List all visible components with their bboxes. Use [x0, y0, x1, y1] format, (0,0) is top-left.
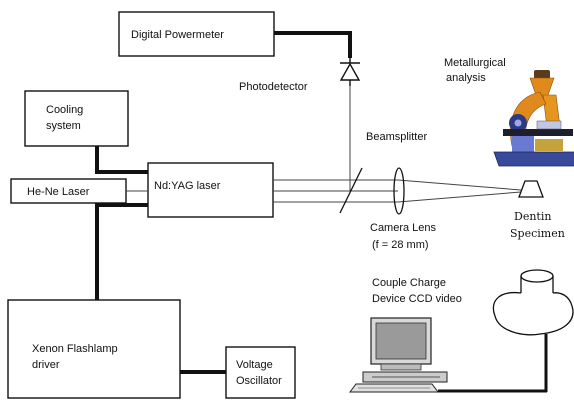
- voltage-oscillator-label-line2: Oscillator: [236, 375, 282, 387]
- beamsplitter-label: Beamsplitter: [366, 131, 427, 143]
- xenon-driver-label-line2: driver: [32, 359, 60, 371]
- cooling-to-ndyag-wire: [95, 146, 148, 174]
- camera-lens-label-line1: Camera Lens: [370, 222, 437, 234]
- photodiode-icon: [339, 58, 361, 86]
- digital-powermeter-box: Digital Powermeter: [118, 11, 275, 57]
- cooling-system-box: Cooling system: [24, 90, 129, 147]
- computer-icon: [349, 317, 448, 393]
- laser-beams: [126, 82, 522, 203]
- he-ne-laser-box: He-Ne Laser: [10, 178, 127, 204]
- camera-lens-label-line2: (f = 28 mm): [372, 239, 429, 251]
- nd-yag-laser-label: Nd:YAG laser: [154, 180, 221, 192]
- metallurgical-label-line2: analysis: [446, 72, 486, 84]
- voltage-oscillator-box: Voltage Oscillator: [225, 346, 296, 399]
- ccd-video-label-line2: Device CCD video: [372, 293, 462, 305]
- ndyag-to-xenon-wire: [95, 203, 148, 300]
- ccd-video-label-line1: Couple Charge: [372, 277, 446, 289]
- thick-wires: [95, 31, 352, 374]
- photodetector-label: Photodetector: [239, 81, 308, 93]
- camera-lens: [393, 167, 405, 215]
- powermeter-to-photodetector-wire: [274, 31, 352, 58]
- xenon-flashlamp-driver-box: Xenon Flashlamp driver: [7, 299, 181, 399]
- voltage-oscillator-label-line1: Voltage: [236, 359, 273, 371]
- xenon-driver-label-line1: Xenon Flashlamp: [32, 343, 118, 355]
- cooling-system-label-line2: system: [46, 120, 81, 132]
- beamsplitter-plate: [339, 167, 363, 214]
- converging-beam-upper: [397, 179, 522, 191]
- microscope-icon: [493, 70, 574, 167]
- he-ne-laser-label: He-Ne Laser: [27, 186, 90, 198]
- video-camera-icon: [492, 269, 574, 336]
- dentin-label-line1: Dentin: [514, 210, 551, 223]
- dentin-label-line2: Specimen: [510, 227, 565, 240]
- digital-powermeter-label: Digital Powermeter: [131, 29, 224, 41]
- dentin-specimen-shape: [518, 180, 544, 198]
- nd-yag-laser-box: Nd:YAG laser: [147, 162, 274, 218]
- cooling-system-label-line1: Cooling: [46, 104, 83, 116]
- metallurgical-label-line1: Metallurgical: [444, 57, 506, 69]
- converging-beam-lower: [397, 191, 522, 203]
